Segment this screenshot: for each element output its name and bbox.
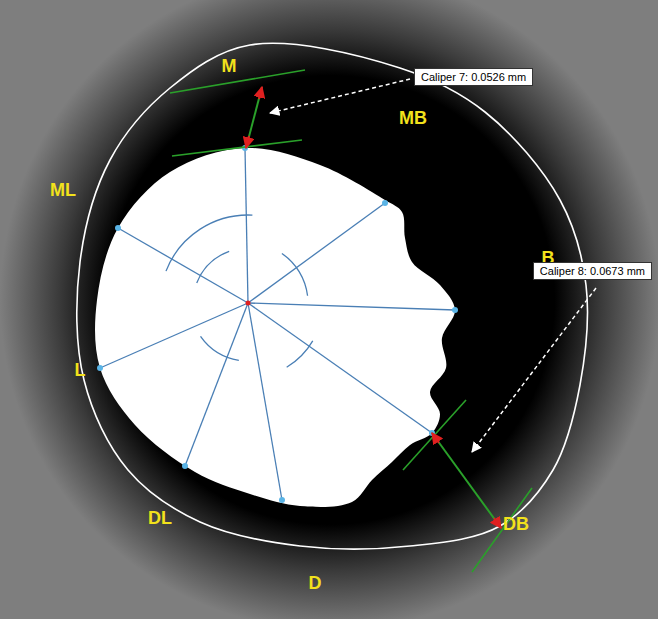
radial-line (248, 303, 455, 310)
direction-label: L (75, 360, 86, 381)
landmark-dot (115, 225, 121, 231)
caliper-box: Caliper 7: 0.0526 mm (414, 68, 533, 86)
landmark-dot (97, 365, 103, 371)
direction-label: M (222, 56, 237, 77)
radial-line (100, 303, 248, 368)
direction-label: D (309, 573, 322, 594)
angle-arc (166, 215, 252, 271)
radial-line (185, 303, 248, 466)
direction-label: DB (503, 514, 529, 535)
radial-line (245, 148, 248, 303)
canal-section (95, 148, 455, 507)
outer-contour (77, 43, 588, 549)
landmark-dot (452, 307, 458, 313)
angle-arc (197, 251, 229, 283)
radial-lines (97, 145, 458, 503)
landmark-dot (279, 497, 285, 503)
angle-arc (282, 253, 308, 295)
caliper-value: Caliper 8: 0.0673 mm (540, 265, 645, 277)
angle-arc (201, 336, 239, 360)
caliper-ticks (170, 70, 532, 572)
caliper-box: Caliper 8: 0.0673 mm (533, 262, 652, 280)
angle-arc (287, 341, 313, 367)
direction-label: DL (148, 508, 172, 529)
radial-line (248, 303, 432, 433)
landmark-dot (182, 463, 188, 469)
direction-label: MB (399, 108, 427, 129)
radial-line (118, 228, 248, 303)
landmark-dot (382, 200, 388, 206)
radial-line (248, 203, 385, 303)
caliper-value: Caliper 7: 0.0526 mm (421, 71, 526, 83)
radial-line (248, 303, 282, 500)
caliper-arrows (246, 87, 501, 528)
center-point (246, 301, 251, 306)
direction-label: ML (50, 180, 76, 201)
